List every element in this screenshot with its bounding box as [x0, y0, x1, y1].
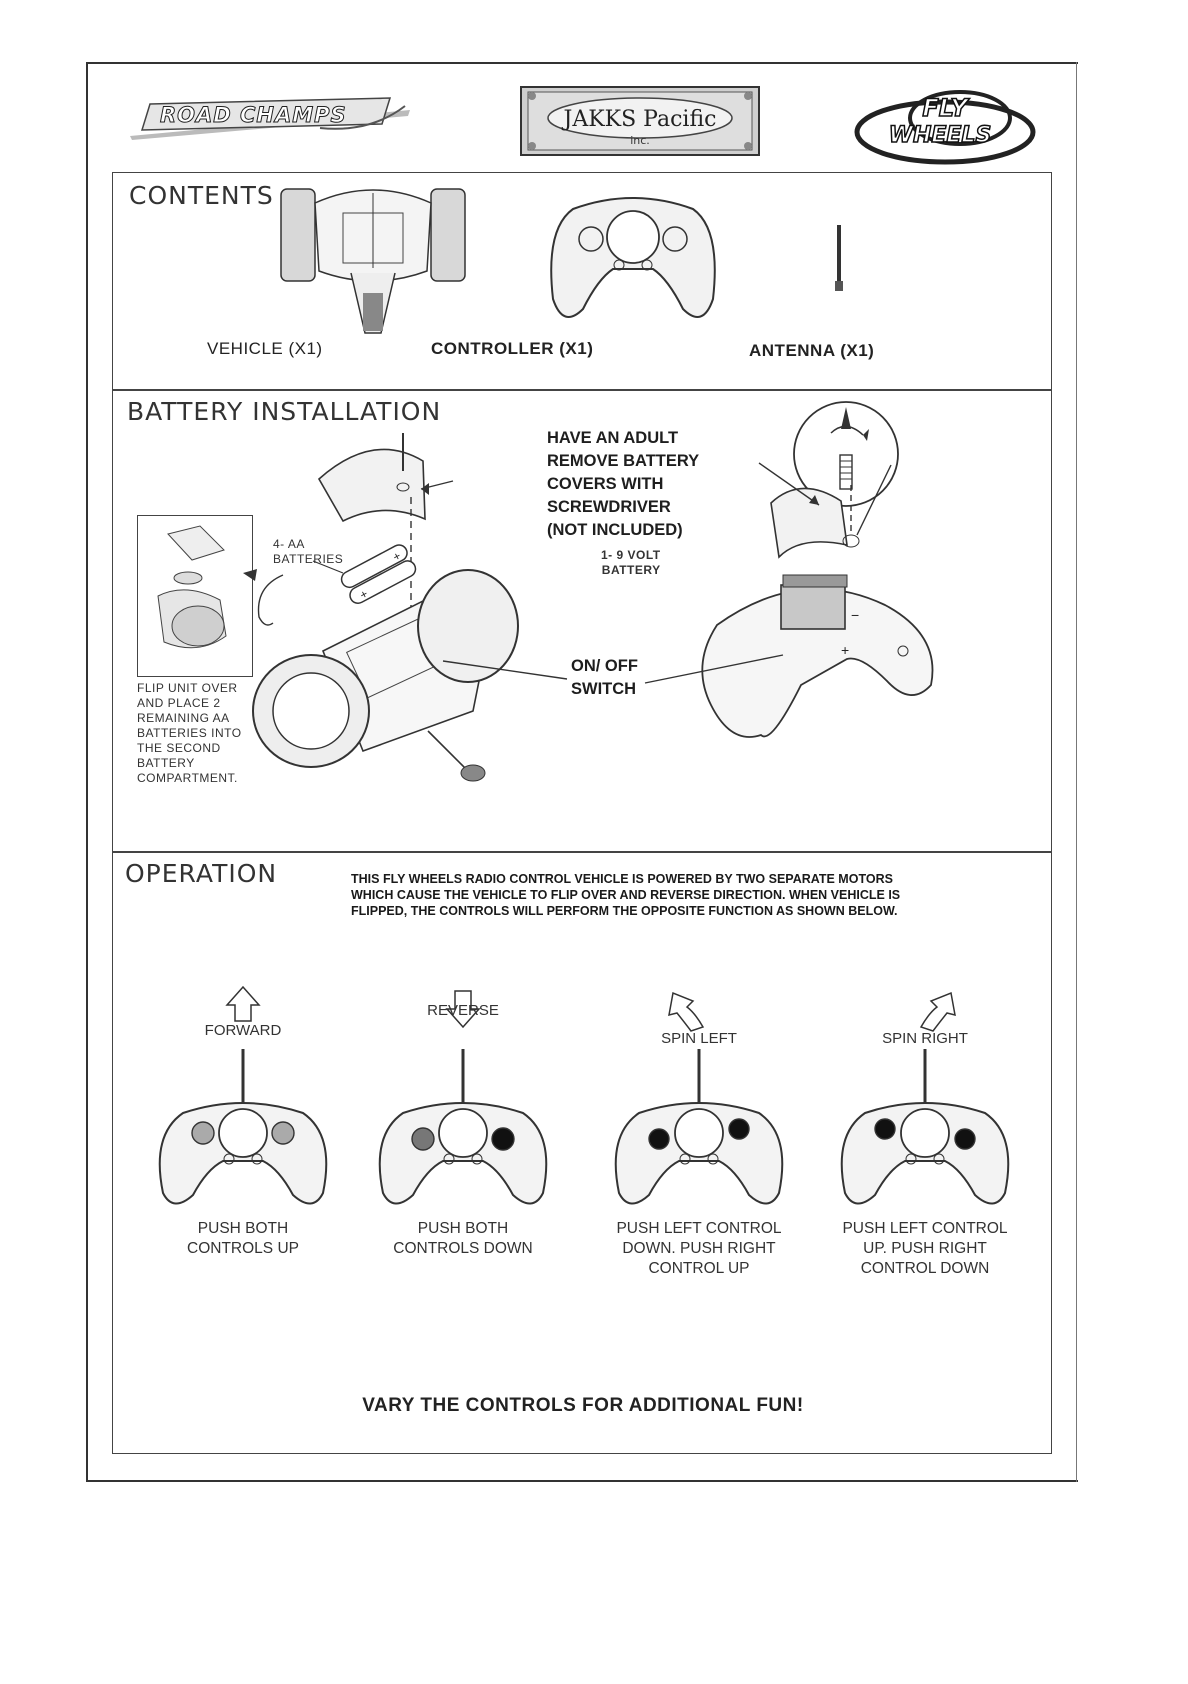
controller-spin-right-illustration — [840, 991, 1010, 1205]
operation-section: OPERATION THIS FLY WHEELS RADIO CONTROL … — [112, 852, 1052, 1454]
adult-note-line: REMOVE BATTERY — [547, 452, 700, 470]
adult-note-line: COVERS WITH — [547, 475, 664, 493]
battery-title: BATTERY INSTALLATION — [127, 397, 442, 426]
nine-volt-label: 1- 9 VOLT BATTERY — [601, 548, 661, 578]
controller-reverse-illustration — [378, 990, 548, 1205]
spin-left-caption-line: DOWN. PUSH RIGHT — [622, 1240, 776, 1257]
spin-left-caption-line: PUSH LEFT CONTROL — [616, 1220, 782, 1237]
flip-note: FLIP UNIT OVER AND PLACE 2 REMAINING AA … — [137, 681, 242, 786]
operation-title: OPERATION — [125, 859, 278, 888]
adult-note-line: (NOT INCLUDED) — [547, 521, 683, 539]
move-spin-left: SPIN LEFT PUSH LEFT CONTROL DOWN. PUSH R… — [599, 983, 799, 1313]
adult-note-line: HAVE AN ADULT — [547, 429, 679, 447]
arrow-up-icon — [225, 985, 261, 1022]
manual-frame-right-edge — [1076, 62, 1077, 1482]
switch-label-line: SWITCH — [571, 680, 637, 698]
jakks-pacific-logo: JAKKS Pacific inc. — [520, 86, 760, 156]
flip-note-line: BATTERY — [137, 756, 195, 770]
controller-illustration — [550, 197, 716, 318]
on-off-switch-label: ON/ OFF SWITCH — [571, 655, 638, 701]
flip-inset-illustration — [157, 525, 227, 649]
contents-title: CONTENTS — [129, 181, 274, 210]
manual-frame — [86, 62, 1078, 1482]
vehicle-illustration — [280, 188, 466, 334]
spin-right-direction-label: SPIN RIGHT — [882, 1030, 968, 1047]
arrow-down-icon — [445, 990, 481, 1029]
reverse-caption: PUSH BOTH CONTROLS DOWN — [363, 1219, 563, 1259]
reverse-caption-line: CONTROLS DOWN — [393, 1240, 533, 1257]
arrow-left-icon — [668, 991, 705, 1032]
controller-forward-illustration — [158, 985, 328, 1205]
flip-inset-box — [137, 515, 253, 677]
fly-wheels-logo: FLY WHEELS — [850, 82, 1040, 172]
controller-battery-illustration: − + — [701, 462, 934, 738]
controller-label: CONTROLLER (X1) — [431, 339, 594, 358]
aa-label-line: BATTERIES — [273, 552, 344, 566]
operation-description-line: FLIPPED, THE CONTROLS WILL PERFORM THE O… — [351, 904, 898, 918]
reverse-caption-line: PUSH BOTH — [417, 1220, 509, 1237]
svg-text:−: − — [851, 607, 859, 623]
forward-caption-line: CONTROLS UP — [187, 1240, 299, 1257]
move-reverse: REVERSE PUSH BOTH CONTROLS DOWN — [363, 983, 563, 1303]
nine-volt-label-line: 1- 9 VOLT — [601, 548, 661, 562]
forward-direction-label: FORWARD — [204, 1022, 282, 1039]
adult-note: HAVE AN ADULT REMOVE BATTERY COVERS WITH… — [547, 427, 699, 542]
screw-icon — [528, 92, 536, 100]
spin-left-caption-line: CONTROL UP — [648, 1260, 750, 1277]
road-champs-text: ROAD CHAMPS — [160, 103, 347, 127]
antenna-illustration — [835, 225, 843, 291]
nine-volt-label-line: BATTERY — [601, 563, 661, 577]
flip-note-line: COMPARTMENT. — [137, 771, 238, 785]
operation-description-line: THIS FLY WHEELS RADIO CONTROL VEHICLE IS… — [351, 872, 893, 886]
contents-section: CONTENTS VEHICLE (X1) CONTROLLER (X1) AN… — [112, 172, 1052, 390]
spin-right-caption-line: CONTROL DOWN — [860, 1260, 990, 1277]
flip-arrow-icon — [243, 569, 284, 626]
switch-pointer-lines — [442, 654, 784, 684]
reverse-direction-label: REVERSE — [427, 1002, 499, 1019]
arrow-right-icon — [919, 991, 956, 1032]
aa-label-line: 4- AA — [273, 537, 305, 551]
screw-icon — [744, 92, 752, 100]
jakks-inc-text: inc. — [630, 134, 650, 147]
forward-caption: PUSH BOTH CONTROLS UP — [143, 1219, 343, 1259]
road-champs-logo-swoosh: ROAD CHAMPS — [130, 97, 410, 140]
forward-caption-line: PUSH BOTH — [197, 1220, 289, 1237]
jakks-text: JAKKS Pacific — [562, 107, 717, 132]
switch-label-line: ON/ OFF — [571, 657, 638, 675]
spin-right-caption: PUSH LEFT CONTROL UP. PUSH RIGHT CONTROL… — [825, 1219, 1025, 1279]
flip-note-line: FLIP UNIT OVER — [137, 681, 238, 695]
wheels-text: WHEELS — [889, 123, 992, 148]
svg-text:+: + — [841, 642, 849, 658]
spin-right-caption-line: PUSH LEFT CONTROL — [842, 1220, 1008, 1237]
move-forward: FORWARD PUSH BOTH CONTROLS UP — [143, 983, 343, 1303]
move-spin-right: SPIN RIGHT PUSH LEFT CONTROL UP. PUSH RI… — [825, 983, 1025, 1313]
operation-description: THIS FLY WHEELS RADIO CONTROL VEHICLE IS… — [351, 871, 1041, 919]
vehicle-label: VEHICLE (X1) — [207, 339, 323, 358]
flip-note-line: REMAINING AA — [137, 711, 230, 725]
flip-note-line: AND PLACE 2 — [137, 696, 221, 710]
screwdriver-detail-icon — [793, 401, 899, 507]
fly-text: FLY — [922, 94, 970, 122]
screw-icon — [528, 142, 536, 150]
operation-footer: VARY THE CONTROLS FOR ADDITIONAL FUN! — [362, 1395, 804, 1416]
spin-left-caption: PUSH LEFT CONTROL DOWN. PUSH RIGHT CONTR… — [599, 1219, 799, 1279]
battery-section: BATTERY INSTALLATION HAVE AN ADULT REMOV… — [112, 390, 1052, 852]
antenna-label: ANTENNA (X1) — [749, 341, 875, 360]
flip-note-line: THE SECOND — [137, 741, 221, 755]
flip-note-line: BATTERIES INTO — [137, 726, 242, 740]
screw-icon — [744, 142, 752, 150]
vehicle-battery-illustration: + + — [252, 433, 519, 782]
operation-description-line: WHICH CAUSE THE VEHICLE TO FLIP OVER AND… — [351, 888, 901, 902]
spin-right-caption-line: UP. PUSH RIGHT — [863, 1240, 987, 1257]
spin-left-direction-label: SPIN LEFT — [661, 1030, 737, 1047]
road-champs-logo: ROAD CHAMPS — [120, 88, 420, 148]
controller-spin-left-illustration — [614, 991, 784, 1205]
aa-battery-label: 4- AA BATTERIES — [273, 537, 343, 567]
adult-note-line: SCREWDRIVER — [547, 498, 671, 516]
